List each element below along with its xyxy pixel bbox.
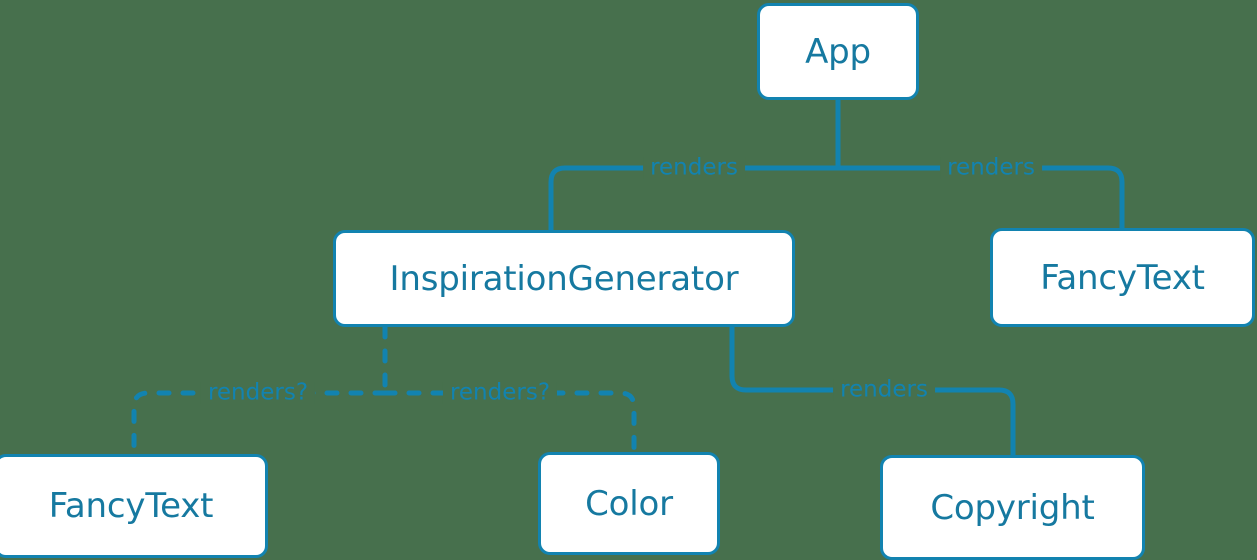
edge-inspirationgenerator-to-color (382, 390, 637, 455)
node-color-label: Color (585, 483, 673, 524)
node-inspirationgenerator[interactable]: InspirationGenerator (333, 230, 795, 327)
edge-label-app-to-inspirationgenerator: renders (643, 156, 745, 180)
node-fancytext-bottom[interactable]: FancyText (0, 454, 268, 558)
node-color[interactable]: Color (538, 452, 720, 555)
node-fancytext-bottom-label: FancyText (48, 486, 214, 526)
node-copyright[interactable]: Copyright (880, 455, 1145, 560)
edge-label-inspirationgenerator-to-color: renders? (442, 381, 558, 405)
edge-app-to-inspirationgenerator (548, 165, 841, 233)
edge-inspirationgenerator-to-fancytext-bottom (131, 390, 388, 457)
edge-app-to-fancytext-right (835, 165, 1125, 231)
node-app[interactable]: App (757, 3, 919, 100)
node-inspirationgenerator-label: InspirationGenerator (389, 258, 739, 299)
node-fancytext-right[interactable]: FancyText (990, 228, 1255, 327)
node-fancytext-right-label: FancyText (1040, 257, 1205, 298)
edge-label-inspirationgenerator-to-fancytext-bottom: renders? (200, 381, 316, 405)
node-copyright-label: Copyright (930, 487, 1095, 528)
edge-label-inspirationgenerator-to-copyright: renders (833, 378, 935, 402)
node-app-label: App (805, 31, 871, 72)
edge-label-app-to-fancytext-right: renders (940, 156, 1042, 180)
